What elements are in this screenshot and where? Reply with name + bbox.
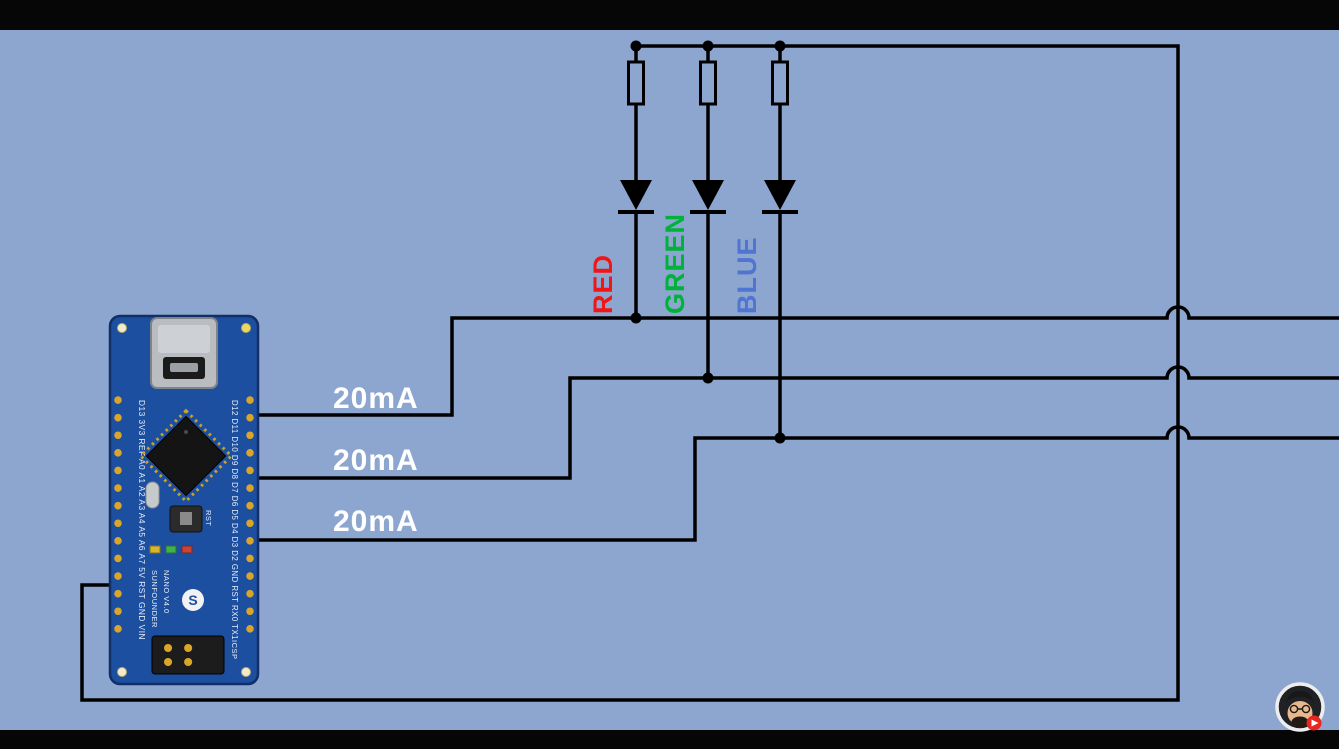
usb-connector	[150, 317, 218, 389]
crystal-oscillator	[145, 481, 160, 509]
letterbox-bottom	[0, 730, 1339, 749]
icsp-header	[151, 635, 225, 675]
status-led	[149, 545, 161, 554]
led-branch-green	[690, 46, 726, 378]
reset-button-cap	[180, 512, 192, 525]
status-leds	[149, 545, 193, 554]
pin-labels-right: D12 D11 D10 D9 D8 D7 D6 D5 D4 D3 D2 GND …	[230, 400, 240, 640]
junction-dots	[630, 40, 786, 444]
mounting-hole	[117, 323, 127, 333]
status-led	[181, 545, 193, 554]
board-brand-text: SUNFOUNDER	[150, 570, 159, 628]
resistor-green	[699, 60, 717, 106]
led-label-red: RED	[588, 254, 618, 314]
junction-dot	[630, 40, 642, 52]
mounting-hole	[117, 667, 127, 677]
junction-dot	[702, 40, 714, 52]
usb-tongue	[170, 363, 198, 372]
board-model-text: NANO V4.0	[162, 570, 171, 614]
mounting-hole	[241, 323, 251, 333]
usb-shell-top	[158, 325, 210, 353]
icsp-label: ICSP	[230, 640, 239, 660]
letterbox-top	[0, 0, 1339, 30]
reset-label: RST	[204, 510, 213, 527]
resistor-red	[627, 60, 645, 106]
brand-logo-letter: S	[188, 592, 197, 608]
avatar-hair	[1286, 691, 1314, 708]
current-label-3: 20mA	[333, 505, 419, 538]
signal-wire-green	[258, 365, 1339, 480]
led-label-blue: BLUE	[732, 237, 762, 315]
junction-dot	[774, 432, 786, 444]
mounting-hole	[241, 667, 251, 677]
resistor-blue	[771, 60, 789, 106]
mcu-pin1-dot	[184, 430, 188, 434]
play-triangle-icon	[1311, 719, 1319, 727]
current-label-2: 20mA	[333, 444, 419, 477]
signal-wire-red	[258, 305, 1339, 417]
status-led	[165, 545, 177, 554]
led-symbol-red	[620, 180, 652, 210]
led-label-green: GREEN	[660, 213, 690, 314]
led-symbol-green	[692, 180, 724, 210]
power-loop-wire	[80, 44, 1180, 702]
junction-dot	[630, 312, 642, 324]
arduino-nano-board: D13 3V3 REF A0 A1 A2 A3 A4 A5 A6 A7 5V R…	[108, 314, 260, 686]
junction-dot	[702, 372, 714, 384]
pin-labels-left: D13 3V3 REF A0 A1 A2 A3 A4 A5 A6 A7 5V R…	[137, 400, 147, 640]
led-symbol-blue	[764, 180, 796, 210]
channel-avatar	[1275, 682, 1325, 732]
junction-dot	[774, 40, 786, 52]
avatar-face	[1286, 691, 1314, 728]
brand-logo	[182, 589, 204, 611]
mcu-chip	[145, 415, 227, 497]
current-label-1: 20mA	[333, 382, 419, 415]
signal-wire-blue	[258, 425, 1339, 542]
avatar-beard	[1291, 716, 1309, 728]
